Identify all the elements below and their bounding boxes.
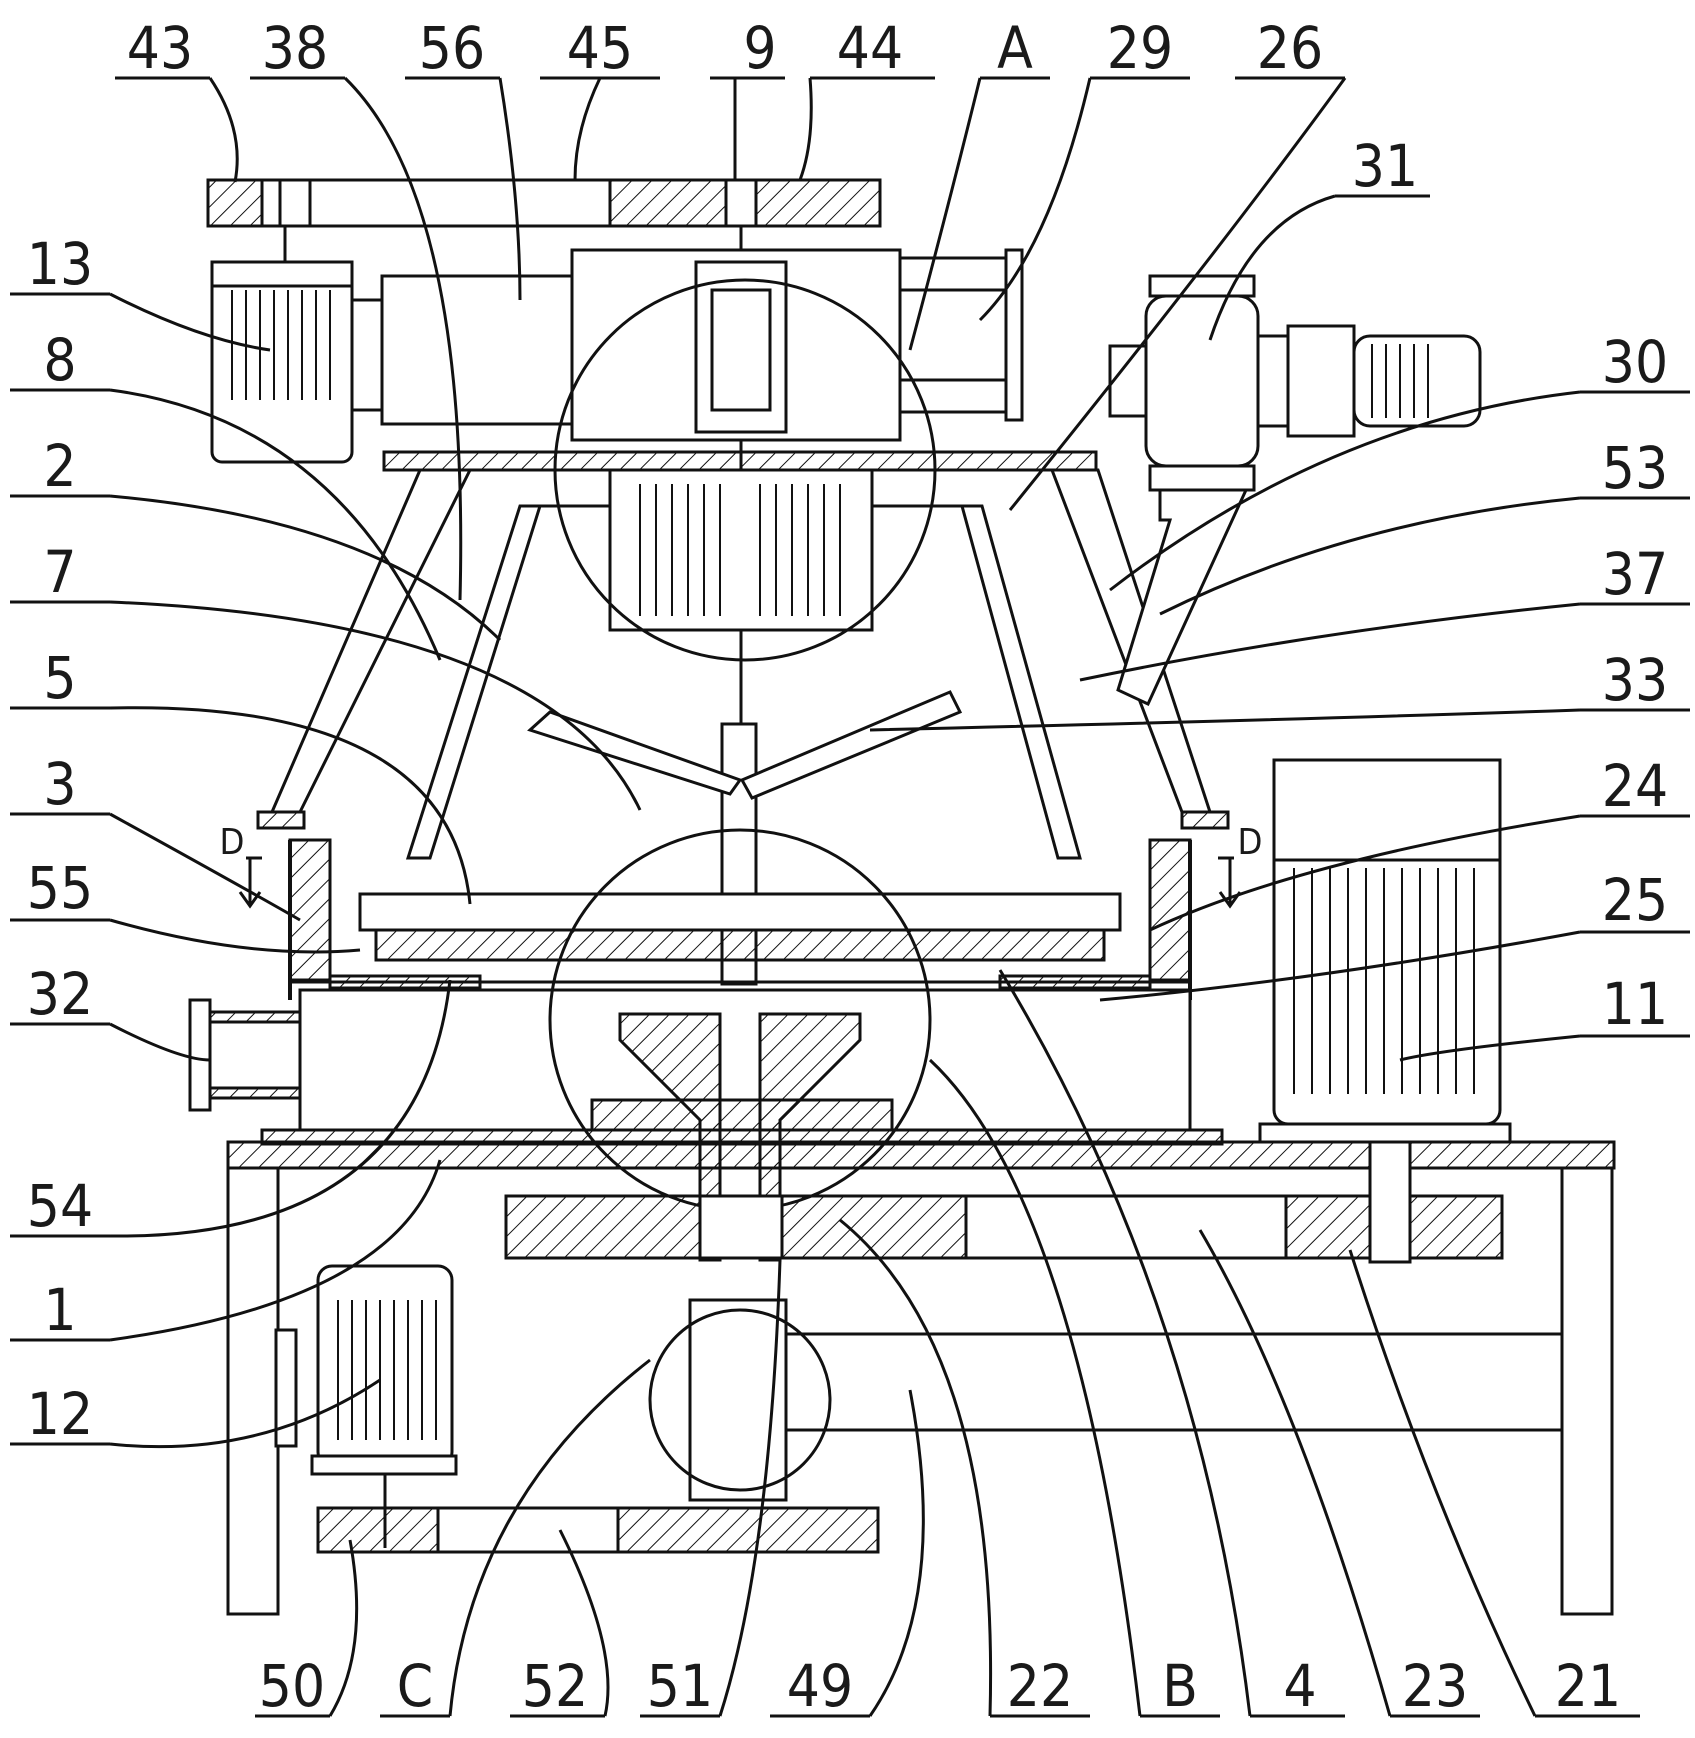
label-9: 9: [743, 14, 776, 82]
label-21: 21: [1555, 1652, 1621, 1720]
label-4: 4: [1283, 1652, 1316, 1720]
label-13: 13: [27, 230, 93, 298]
label-3: 3: [43, 750, 76, 818]
label-23: 23: [1402, 1652, 1468, 1720]
label-53: 53: [1602, 434, 1668, 502]
label-26: 26: [1257, 14, 1323, 82]
label-30: 30: [1602, 328, 1668, 396]
label-C: C: [397, 1652, 433, 1720]
label-51: 51: [647, 1652, 713, 1720]
label-49: 49: [787, 1652, 853, 1720]
label-22: 22: [1007, 1652, 1073, 1720]
label-25: 25: [1602, 866, 1668, 934]
label-A: A: [997, 14, 1033, 82]
label-54: 54: [27, 1172, 93, 1240]
label-29: 29: [1107, 14, 1173, 82]
label-50: 50: [259, 1652, 325, 1720]
label-24: 24: [1602, 752, 1668, 820]
label-56: 56: [419, 14, 485, 82]
label-8: 8: [43, 326, 76, 394]
section-mark-left: D: [220, 822, 245, 863]
label-12: 12: [27, 1380, 93, 1448]
label-7: 7: [43, 538, 76, 606]
label-B: B: [1162, 1652, 1198, 1720]
label-43: 43: [127, 14, 193, 82]
label-2: 2: [43, 432, 76, 500]
label-44: 44: [837, 14, 903, 82]
label-5: 5: [43, 644, 76, 712]
top-motor: [212, 226, 576, 462]
label-55: 55: [27, 854, 93, 922]
label-37: 37: [1602, 540, 1668, 608]
label-38: 38: [262, 14, 328, 82]
label-11: 11: [1602, 970, 1668, 1038]
label-1: 1: [43, 1276, 76, 1344]
label-31: 31: [1352, 132, 1418, 200]
section-mark-right: D: [1238, 822, 1263, 863]
label-32: 32: [27, 960, 93, 1028]
label-33: 33: [1602, 646, 1668, 714]
label-45: 45: [567, 14, 633, 82]
label-52: 52: [522, 1652, 588, 1720]
